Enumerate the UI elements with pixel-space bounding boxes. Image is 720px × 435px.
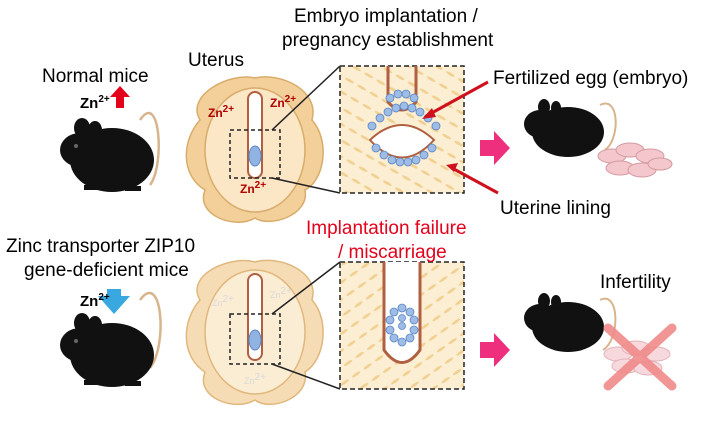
pointer-lining-arrow-icon bbox=[446, 163, 499, 195]
uterus-zinc-3: Zn2+ bbox=[240, 180, 267, 196]
uterus-top bbox=[185, 76, 324, 223]
zoom-implantation-failure bbox=[339, 261, 465, 390]
uterus-label: Uterus bbox=[188, 50, 244, 71]
result-arrow-bottom-icon bbox=[480, 333, 510, 367]
normal-mouse-icon bbox=[60, 111, 160, 192]
cross-icon bbox=[603, 323, 677, 391]
zinc-down-arrow-icon bbox=[98, 289, 130, 314]
uterus-bottom bbox=[185, 259, 324, 405]
result-arrow-top-icon bbox=[480, 131, 510, 165]
zip10-label-line-1: Zinc transporter ZIP10 bbox=[6, 236, 196, 257]
uterus-zinc-1: Zn2+ bbox=[208, 104, 235, 120]
mother-mouse-icon bbox=[524, 99, 617, 157]
pointer-embryo-arrow-icon bbox=[422, 80, 489, 119]
zinc-label-top: Zn2+ bbox=[80, 94, 110, 112]
uterine-lining-label: Uterine lining bbox=[500, 198, 611, 219]
infertile-mouse-icon bbox=[524, 293, 617, 352]
failure-label-line-1: Implantation failure bbox=[306, 218, 467, 239]
zip10-mouse-icon bbox=[60, 291, 162, 387]
zoom-implantation-success bbox=[339, 65, 465, 194]
zip10-label-line-2: gene-deficient mice bbox=[24, 260, 189, 281]
uterus-zinc-faint-2: Zn2+ bbox=[270, 286, 292, 300]
uterus-zinc-faint-3: Zn2+ bbox=[244, 372, 266, 386]
title-line-2: pregnancy establishment bbox=[282, 30, 494, 51]
uterus-zinc-2: Zn2+ bbox=[270, 94, 297, 110]
fertilized-egg-label: Fertilized egg (embryo) bbox=[493, 68, 689, 89]
infertility-label: Infertility bbox=[600, 272, 671, 293]
uterus-zinc-faint-1: Zn2+ bbox=[212, 294, 234, 308]
normal-mice-label: Normal mice bbox=[42, 66, 149, 87]
pups-icon bbox=[597, 142, 673, 178]
zinc-up-arrow-icon bbox=[110, 86, 130, 108]
title-line-1: Embryo implantation / bbox=[294, 6, 478, 27]
failure-label-line-2: / miscarriage bbox=[338, 242, 447, 263]
zinc-label-bottom: Zn2+ bbox=[80, 292, 110, 310]
